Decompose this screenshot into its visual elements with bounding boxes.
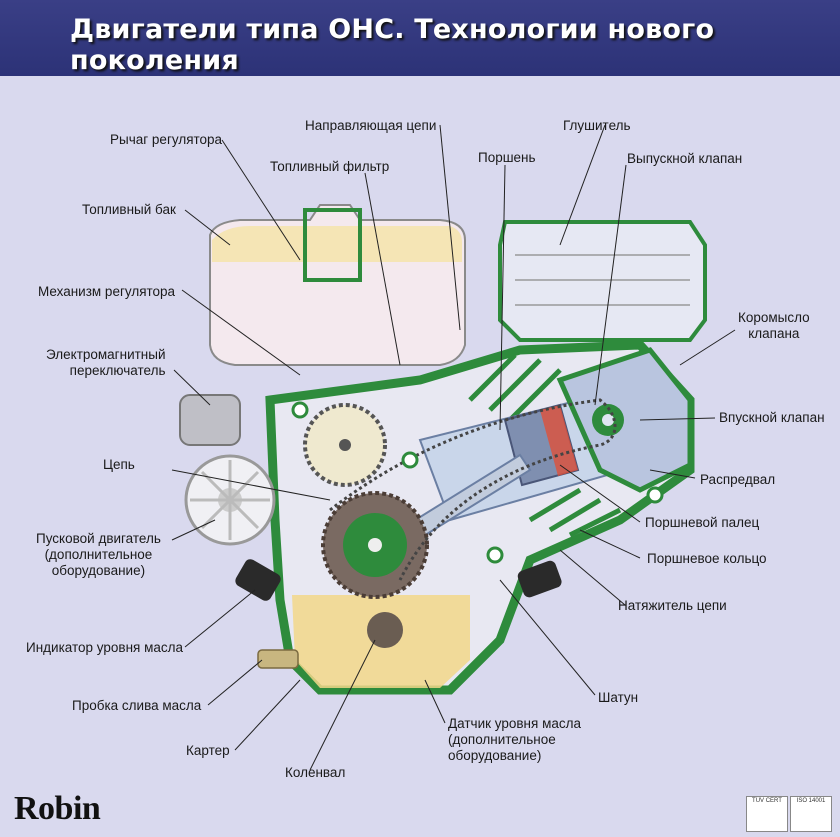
label-connecting-rod: Шатун: [598, 690, 639, 705]
timing-chain: [329, 398, 617, 581]
crankshaft-end: [367, 612, 403, 648]
cylinder-head: [556, 347, 693, 493]
label-piston-ring: Поршневое кольцо: [647, 551, 767, 566]
label-oil-drain-plug: Пробка слива масла: [72, 698, 202, 713]
tuv-cert-badge: TÜV CERT: [746, 796, 788, 832]
label-rocker-arm: Коромысло клапана: [738, 310, 810, 341]
oil-drain-plug: [257, 649, 299, 669]
fuel-tank: [209, 204, 466, 366]
iso-cert-badge: ISO 14001: [790, 796, 832, 832]
label-chain-tensioner: Натяжитель цепи: [618, 598, 727, 613]
engine-body: [265, 340, 695, 695]
label-muffler: Глушитель: [563, 118, 631, 133]
brand-logo: Robin: [14, 790, 101, 827]
label-exhaust-valve: Выпускной клапан: [627, 151, 743, 166]
cylinder-fins: [468, 353, 622, 538]
oil-level-gauge: [235, 559, 281, 601]
label-camshaft: Распредвал: [700, 472, 776, 487]
label-governor-lever: Рычаг регулятора: [110, 132, 223, 147]
page-title: Двигатели типа ОНС. Технологии нового по…: [70, 14, 715, 76]
fuel-filler-cap: [303, 208, 362, 282]
solenoid-switch: [179, 394, 241, 446]
label-fuel-filter: Топливный фильтр: [270, 159, 390, 174]
starter-motor: [184, 454, 276, 546]
label-oil-level-sensor: Датчик уровня масла (дополнительное обор…: [448, 716, 581, 763]
leader-lines: [171, 124, 736, 771]
label-solenoid-switch: Электромагнитный переключатель: [46, 347, 166, 378]
label-chain-guide: Направляющая цепи: [305, 118, 437, 133]
oil-level-sensor: [517, 560, 562, 598]
label-crankshaft: Коленвал: [285, 765, 346, 780]
title-banner: Двигатели типа ОНС. Технологии нового по…: [0, 0, 840, 76]
muffler: [498, 220, 707, 342]
label-piston-pin: Поршневой палец: [645, 515, 760, 530]
label-piston: Поршень: [478, 150, 536, 165]
label-oil-level-gauge: Индикатор уровня масла: [26, 640, 184, 655]
label-fuel-tank: Топливный бак: [82, 202, 176, 217]
label-intake-valve: Впускной клапан: [719, 410, 825, 425]
label-governor-mechanism: Механизм регулятора: [38, 284, 176, 299]
label-crankcase: Картер: [186, 743, 230, 758]
label-starter-motor: Пусковой двигатель (дополнительное обору…: [36, 531, 161, 578]
label-chain: Цепь: [103, 457, 135, 472]
piston-hot-zone: [540, 405, 578, 476]
